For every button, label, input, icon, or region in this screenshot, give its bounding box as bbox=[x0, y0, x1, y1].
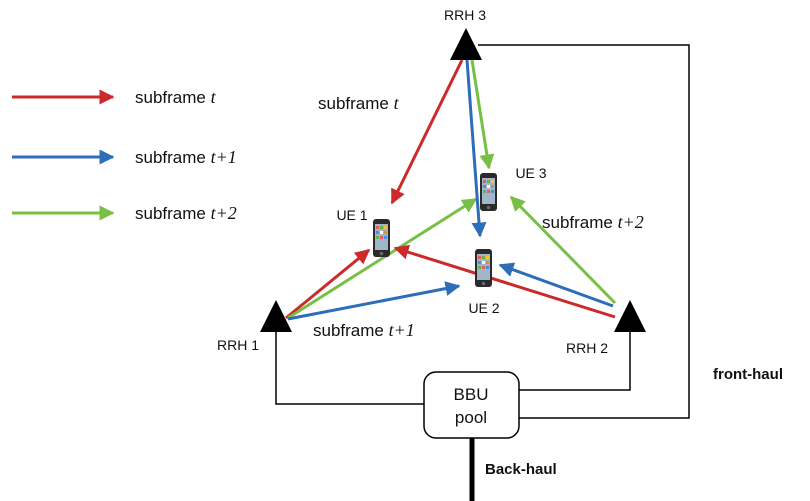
fronthaul-links bbox=[275, 44, 690, 419]
link-label-rrh1-ue2: subframe t+1 bbox=[313, 320, 415, 340]
antenna-triangle-icon-rrh1 bbox=[260, 300, 292, 332]
pool-label: pool bbox=[455, 408, 487, 427]
link-label-rrh2-ue3: subframe t+2 bbox=[542, 212, 644, 232]
link-rrh1-ue2-blue bbox=[287, 281, 461, 321]
rrh3-label: RRH 3 bbox=[444, 7, 486, 23]
bbu-label: BBU bbox=[454, 385, 489, 404]
link-rrh2-ue3-green bbox=[509, 195, 617, 305]
legend: subframe t subframe t+1 subframe t+2 bbox=[12, 87, 237, 223]
legend-item-red: subframe t bbox=[12, 87, 217, 107]
ue3-label: UE 3 bbox=[515, 165, 546, 181]
link-rrh3-ue1-red bbox=[390, 59, 464, 205]
antenna-triangle-icon-rrh3 bbox=[450, 28, 482, 60]
bbu-pool: BBU pool bbox=[423, 371, 520, 439]
ue1-label: UE 1 bbox=[336, 207, 367, 223]
fronthaul-rrh2 bbox=[519, 330, 631, 391]
ue2-label: UE 2 bbox=[468, 300, 499, 316]
wireless-links bbox=[285, 59, 617, 321]
link-rrh1-ue1-red bbox=[285, 248, 371, 320]
link-rrh1-ue3-green bbox=[287, 197, 478, 320]
fronthaul-rrh1 bbox=[275, 330, 424, 405]
link-rrh3-ue2-blue bbox=[465, 59, 487, 238]
backhaul-label: Back-haul bbox=[485, 461, 557, 478]
antenna-triangle-icon-rrh2 bbox=[614, 300, 646, 332]
link-rrh2-ue2-blue bbox=[498, 262, 614, 308]
fronthaul-label: front-haul bbox=[713, 366, 783, 383]
legend-label-blue: subframe t+1 bbox=[135, 147, 237, 167]
link-rrh2-ue1-red bbox=[393, 244, 616, 319]
fronthaul-rrh3 bbox=[478, 44, 690, 419]
rrh1-label: RRH 1 bbox=[217, 337, 259, 353]
legend-item-blue: subframe t+1 bbox=[12, 147, 237, 167]
link-label-rrh3-ue1: subframe t bbox=[318, 93, 400, 113]
bbu-pool-box bbox=[423, 371, 520, 439]
legend-label-green: subframe t+2 bbox=[135, 203, 237, 223]
legend-label-red: subframe t bbox=[135, 87, 217, 107]
smartphone-icon-ue1 bbox=[373, 219, 390, 257]
link-rrh3-ue3-green bbox=[470, 59, 495, 170]
smartphone-icon-ue3 bbox=[480, 173, 497, 211]
smartphone-icon-ue2 bbox=[475, 249, 492, 287]
legend-item-green: subframe t+2 bbox=[12, 203, 237, 223]
rrh2-label: RRH 2 bbox=[566, 340, 608, 356]
